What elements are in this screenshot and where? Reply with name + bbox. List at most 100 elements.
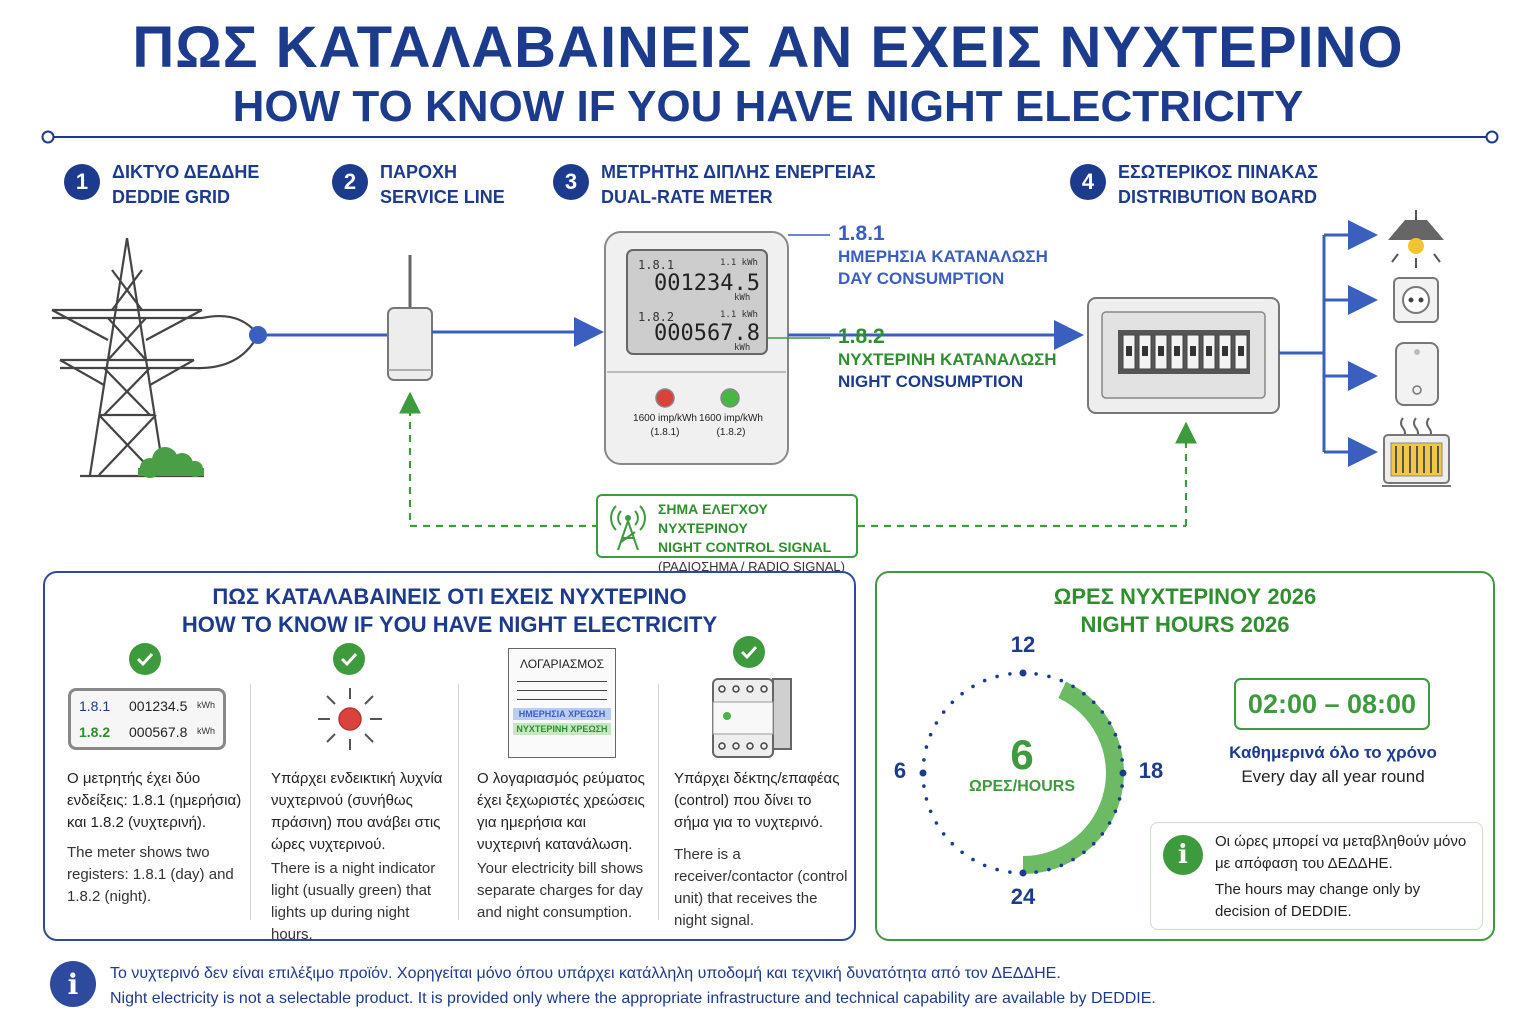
clock-dot — [934, 821, 939, 825]
led1-label: 1600 imp/kWh — [633, 413, 697, 424]
clock-dot — [1034, 672, 1038, 676]
clock-dot — [928, 732, 933, 737]
bush-icon — [138, 447, 204, 478]
column-2-text-gr: Υπάρχει ενδεικτική λυχνία νυχτερινού (συ… — [271, 770, 443, 853]
clock-dot — [982, 678, 987, 683]
clock-dot — [1091, 700, 1096, 705]
column-divider-2 — [458, 684, 459, 920]
clock-dot — [1059, 863, 1064, 868]
clock-dot — [1100, 710, 1105, 714]
clock-label-18: 18 — [1138, 758, 1164, 783]
clock-dot — [941, 710, 946, 714]
lcd-bottom-code: 1.8.2 — [638, 310, 675, 324]
night-register-gr: ΝΥΧΤΕΡΙΝΗ ΚΑΤΑΝΑΛΩΣΗ — [838, 350, 1057, 369]
signal-label-sub: (ΡΑΔΙΟΣΗΜΑ / RADIO SIGNAL) — [658, 559, 845, 574]
clock-dot — [995, 867, 999, 872]
check-icon-4 — [733, 636, 765, 668]
clock-dot — [995, 674, 999, 679]
breaker-handle — [1126, 346, 1132, 356]
page-title-english: HOW TO KNOW IF YOU HAVE NIGHT ELECTRICIT… — [232, 82, 1304, 131]
clock-label-6: 6 — [893, 758, 907, 783]
lcd-top-tag: 1.1 kWh — [720, 258, 758, 268]
clock-dot — [1107, 721, 1112, 725]
step-1-label-gr: ΔΙΚΤΥΟ ΔΕΔΔΗΕ — [112, 162, 260, 182]
clock-dot — [924, 797, 929, 801]
signal-label-gr: ΣΗΜΑ ΕΛΕΓΧΟΥ ΝΥΧΤΕΡΙΝΟΥ — [658, 501, 768, 536]
check-icon-1 — [129, 643, 161, 675]
breaker-handle — [1190, 346, 1196, 356]
grid-connection-node — [249, 326, 267, 344]
breaker-handle — [1174, 346, 1180, 356]
step-2: 2 ΠΑΡΟΧΗ SERVICE LINE — [332, 160, 505, 210]
lcd-bottom-unit: kWh — [734, 343, 751, 353]
lcd-bottom-tag: 1.1 kWh — [720, 310, 758, 320]
clock-dot — [1117, 797, 1122, 801]
clock-label-24: 24 — [1010, 884, 1036, 909]
clock-dot — [922, 784, 926, 788]
clock-dot — [1113, 732, 1118, 737]
step-2-label-gr: ΠΑΡΟΧΗ — [380, 162, 458, 182]
clock-dot — [960, 850, 964, 855]
step-3-number: 3 — [553, 164, 589, 200]
clock-dot — [919, 769, 927, 777]
daily-schedule-en: Every day all year round — [1241, 767, 1425, 786]
led2-sub: (1.8.2) — [716, 427, 746, 438]
breaker-handle — [1238, 346, 1244, 356]
clock-dot — [1091, 841, 1096, 846]
how-to-title-en: HOW TO KNOW IF YOU HAVE NIGHT ELECTRICIT… — [181, 612, 718, 637]
clock-dot — [1113, 809, 1118, 814]
mini-meter-r1-code: 1.8.1 — [79, 698, 111, 714]
step-2-label-en: SERVICE LINE — [380, 187, 505, 207]
clock-dot — [1071, 684, 1075, 689]
lamp-icon — [1388, 210, 1444, 268]
mini-meter-r1-value: 001234.5 — [129, 698, 188, 714]
night-register-en: NIGHT CONSUMPTION — [838, 372, 1024, 391]
clock-dot — [1082, 850, 1086, 855]
clock-dial-dots — [919, 669, 1127, 877]
column-1-text-en: The meter shows two registers: 1.8.1 (da… — [67, 844, 234, 905]
night-hours-title-en: NIGHT HOURS 2026 — [1080, 612, 1290, 637]
night-indicator-light-icon — [318, 688, 382, 750]
step-2-number: 2 — [332, 164, 368, 200]
bill-document-icon: ΛΟΓΑΡΙΑΣΜΟΣ ΗΜΕΡΗΣΙΑ ΧΡΕΩΣΗ ΝΥΧΤΕΡΙΝΗ ΧΡ… — [508, 648, 616, 758]
breaker-handle — [1158, 346, 1164, 356]
lcd-top-unit: kWh — [734, 293, 751, 303]
flow-diagram — [51, 210, 1451, 528]
service-line-box-icon — [387, 255, 433, 381]
night-hours-count-label: ΩΡΕΣ/HOURS — [969, 778, 1075, 795]
clock-dot — [924, 745, 929, 749]
night-hours-range: 02:00 – 08:00 — [1247, 688, 1417, 719]
day-led-icon — [655, 388, 675, 408]
breaker-handle — [1142, 346, 1148, 356]
dual-rate-meter-icon — [604, 231, 789, 465]
column-divider-1 — [250, 684, 251, 920]
led2-label: 1600 imp/kWh — [699, 413, 763, 424]
lcd-bottom-value: 000567.8 — [654, 321, 760, 346]
mini-meter-display: 1.8.1 001234.5 kWh 1.8.2 000567.8 kWh — [68, 688, 226, 750]
power-pylon-icon — [51, 237, 259, 478]
column-3-text-en: Your electricity bill shows separate cha… — [477, 860, 644, 921]
clock-dot — [1019, 869, 1027, 877]
footer-note-gr: Το νυχτερινό δεν είναι επιλέξιμο προϊόν.… — [110, 965, 1061, 982]
clock-dot — [950, 700, 955, 705]
step-4-label-gr: ΕΣΩΤΕΡΙΚΟΣ ΠΙΝΑΚΑΣ — [1118, 162, 1319, 182]
clock-dot — [1082, 691, 1086, 696]
mini-meter-r2-unit: kWh — [197, 726, 215, 736]
step-4-number: 4 — [1070, 164, 1106, 200]
clock-dot — [1120, 758, 1124, 762]
daily-schedule-gr: Καθημερινά όλο το χρόνο — [1229, 743, 1437, 762]
column-2-text-en: There is a night indicator light (usuall… — [271, 860, 436, 943]
clock-dot — [941, 832, 946, 836]
night-control-signal-box: ΣΗΜΑ ΕΛΕΓΧΟΥ ΝΥΧΤΕΡΙΝΟΥ NIGHT CONTROL SI… — [596, 494, 858, 574]
circuit-breakers — [1122, 334, 1248, 370]
column-4-text-gr: Υπάρχει δέκτης/επαφέας (control) που δίν… — [674, 770, 840, 831]
mini-meter-r2-code: 1.8.2 — [79, 724, 111, 740]
mini-meter-r1-unit: kWh — [197, 700, 215, 710]
clock-dot — [934, 721, 939, 725]
day-register-gr: ΗΜΕΡΗΣΙΑ ΚΑΤΑΝΑΛΩΣΗ — [838, 247, 1048, 266]
column-divider-3 — [658, 684, 659, 920]
header-divider — [41, 130, 1499, 144]
column-1-text-gr: Ο μετρητής έχει δύο ενδείξεις: 1.8.1 (ημ… — [67, 770, 242, 831]
